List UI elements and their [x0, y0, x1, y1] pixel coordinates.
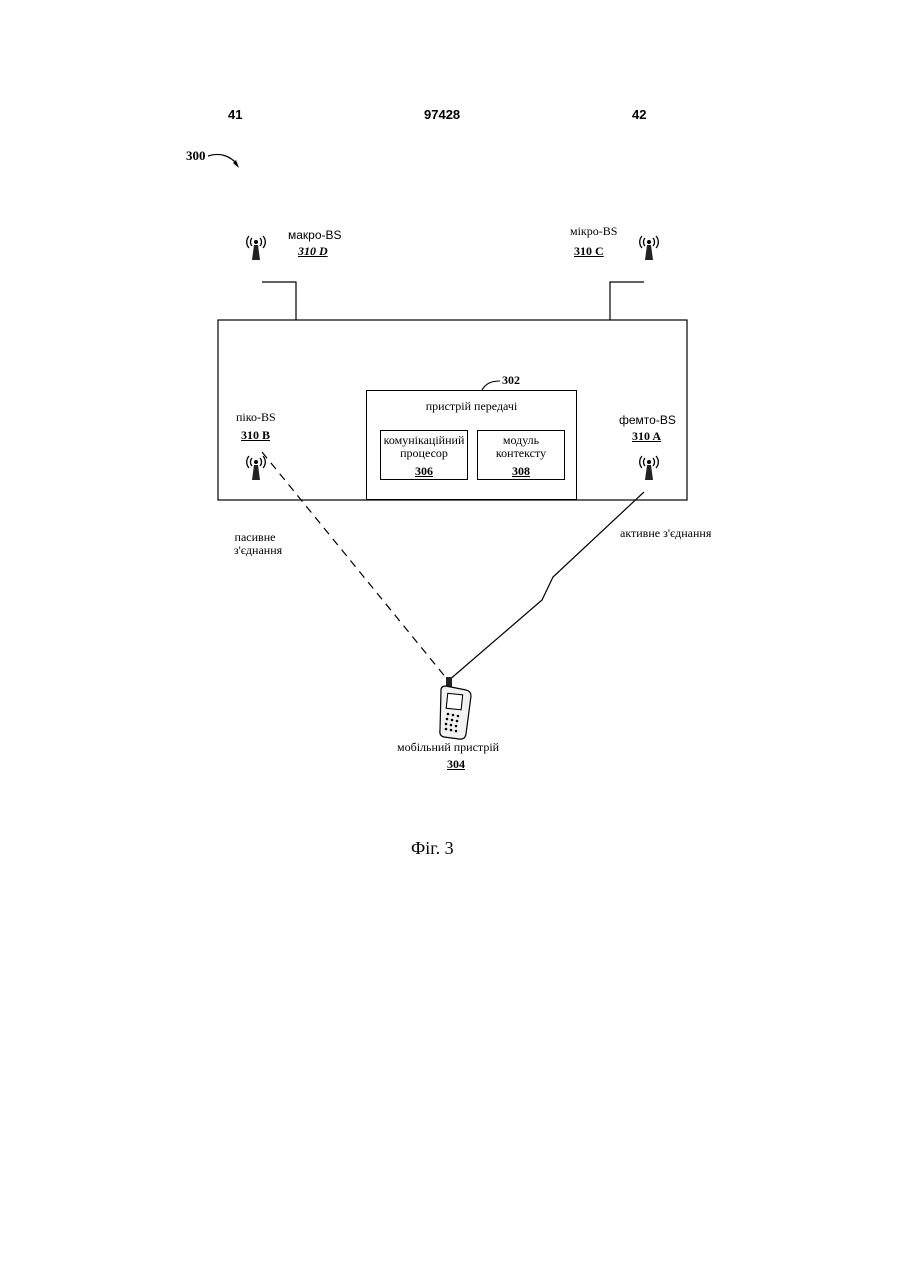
micro-bs-connector: [610, 282, 644, 320]
pico-bs-ref: 310 B: [241, 428, 270, 443]
femto-bs-antenna-icon: [640, 456, 659, 480]
pico-bs-label: піко-BS: [236, 410, 276, 424]
femto-bs-label: фемто-BS: [619, 413, 676, 427]
transmitter-ref-leader: [482, 381, 500, 390]
page-number-left: 41: [228, 107, 242, 122]
context-module-box: модуль контексту 308: [477, 430, 565, 480]
micro-bs-label: мікро-BS: [570, 224, 617, 238]
transmitter-label: пристрій передачі: [367, 399, 576, 413]
transmitter-ref: 302: [502, 373, 520, 388]
mobile-device-label: мобільний пристрій: [397, 740, 499, 754]
context-module-ref: 308: [478, 464, 564, 479]
document-number: 97428: [424, 107, 460, 122]
comm-processor-label-2: процесор: [381, 446, 467, 460]
figure-ref-arrow: [208, 154, 237, 164]
comm-processor-ref: 306: [381, 464, 467, 479]
passive-connection-label-2: з'єднання: [222, 543, 294, 557]
macro-bs-ref: 310 D: [298, 244, 328, 259]
page-number-right: 42: [632, 107, 646, 122]
micro-bs-antenna-icon: [640, 236, 659, 260]
comm-processor-label-1: комунікаційний: [381, 433, 467, 447]
comm-processor-box: комунікаційний процесор 306: [380, 430, 468, 480]
context-module-label-1: модуль: [478, 433, 564, 447]
macro-bs-connector: [262, 282, 296, 320]
active-connection-label: активне з'єднання: [620, 526, 711, 540]
mobile-device-ref: 304: [447, 757, 465, 772]
passive-connection-label-1: пасивне: [225, 530, 285, 544]
figure-caption: Фіг. 3: [411, 838, 454, 859]
active-connection-line: [448, 492, 644, 681]
macro-bs-label: макро-BS: [288, 228, 342, 242]
macro-bs-antenna-icon: [247, 236, 266, 260]
femto-bs-ref: 310 A: [632, 429, 661, 444]
context-module-label-2: контексту: [478, 446, 564, 460]
figure-ref-label: 300: [186, 148, 206, 164]
micro-bs-ref: 310 C: [574, 244, 604, 259]
mobile-device-icon: [440, 677, 471, 739]
pico-bs-antenna-icon: [247, 456, 266, 480]
